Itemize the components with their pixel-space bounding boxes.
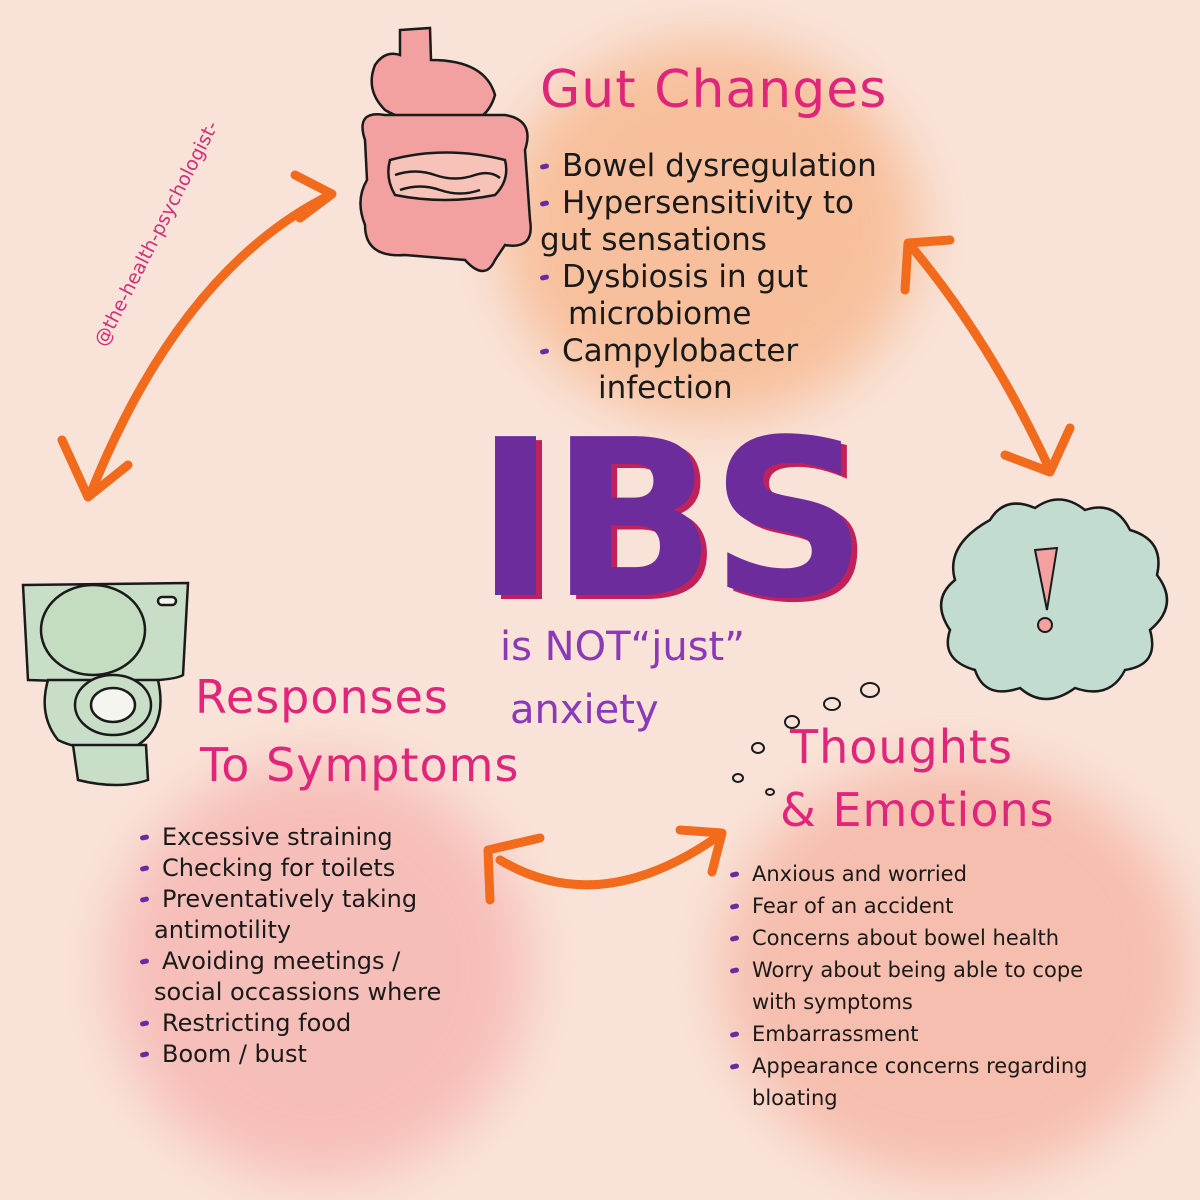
list-item: Hypersensitivity to: [540, 185, 920, 222]
arrow-responses-to-thoughts: [495, 830, 725, 890]
list-item: microbiome: [568, 296, 752, 332]
list-item: Bowel dysregulation: [540, 148, 920, 185]
tagline-line-1: is NOT“just”: [500, 624, 745, 670]
gut-changes-list: Bowel dysregulation Hypersensitivity to …: [540, 148, 920, 407]
arrow-gut-to-thoughts-head-bottom: [1000, 423, 1075, 477]
list-item: Checking for toilets: [140, 853, 520, 884]
list-item: Anxious and worried: [730, 858, 1180, 890]
list-item: Embarrassment: [730, 1018, 1180, 1050]
ibs-title: IBS: [475, 394, 867, 647]
list-item: social occassions where: [154, 978, 442, 1006]
arrow-gut-to-responses-head-top: [290, 170, 337, 223]
thoughts-title-line-1: Thoughts: [790, 720, 1013, 774]
list-item: Avoiding meetings /: [140, 946, 520, 977]
list-item: bloating: [752, 1086, 838, 1110]
thought-cloud-icon: [940, 498, 1169, 701]
list-item: Campylobacter: [540, 333, 920, 370]
list-item: Preventatively taking: [140, 884, 520, 915]
list-item: antimotility: [154, 916, 292, 944]
list-item: Worry about being able to cope: [730, 954, 1180, 986]
list-item: infection: [598, 370, 733, 406]
responses-title-line-2: To Symptoms: [200, 738, 520, 792]
thought-bubbles: [732, 682, 880, 796]
list-item: Concerns about bowel health: [730, 922, 1180, 954]
list-item: Boom / bust: [140, 1039, 520, 1070]
responses-list: Excessive straining Checking for toilets…: [140, 822, 520, 1070]
list-item: with symptoms: [752, 990, 913, 1014]
list-item: Appearance concerns regarding: [730, 1050, 1180, 1082]
arrow-gut-to-thoughts: [905, 240, 1055, 475]
list-item: Dysbiosis in gut: [540, 259, 920, 296]
arrow-gut-to-responses-head-bottom: [57, 435, 133, 502]
list-item: Excessive straining: [140, 822, 520, 853]
arrow-responses-to-thoughts-head-right: [675, 825, 727, 877]
digestive-system-icon: [359, 26, 532, 273]
gut-changes-title: Gut Changes: [540, 60, 888, 120]
list-item: Restricting food: [140, 1008, 520, 1039]
thoughts-list: Anxious and worried Fear of an accident …: [730, 858, 1180, 1114]
exclamation-icon: [1033, 546, 1059, 633]
responses-title-line-1: Responses: [195, 670, 449, 724]
thoughts-title-line-2: & Emotions: [780, 783, 1055, 837]
toilet-icon: [21, 581, 190, 787]
tagline-line-2: anxiety: [510, 687, 659, 733]
arrow-gut-to-responses: [85, 190, 335, 500]
list-item: Fear of an accident: [730, 890, 1180, 922]
list-item: gut sensations: [540, 222, 767, 258]
